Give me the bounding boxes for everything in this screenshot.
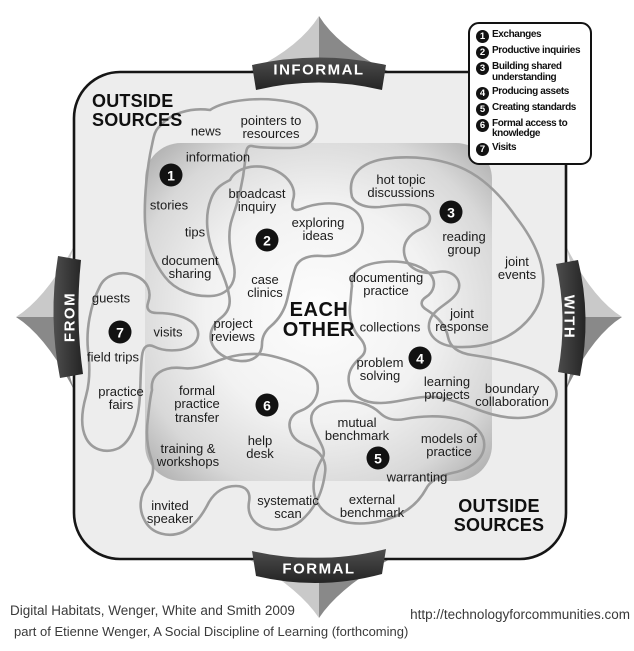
numbered-marker: 1 [159,163,183,187]
activity-label: formal practice transfer [174,383,220,425]
footer-credit: Digital Habitats, Wenger, White and Smit… [10,603,295,618]
activity-label: tips [184,224,206,240]
activity-label: external benchmark [339,491,405,520]
activity-label: visits [153,324,183,340]
activity-label: reading group [442,228,486,257]
activity-label: information [185,149,251,165]
footer-subcredit: part of Etienne Wenger, A Social Discipl… [14,624,409,639]
numbered-marker: 2 [255,228,279,252]
formal-ribbon [252,549,386,584]
activity-label: help desk [246,432,274,461]
inner-square [145,143,492,481]
blob-formal-access [139,352,327,536]
activity-label: joint response [435,305,489,334]
numbered-marker: 7 [108,320,132,344]
informal-arrow [248,16,390,72]
activity-label: guests [91,290,131,306]
legend-label: Exchanges [492,29,542,40]
numbered-marker: 6 [255,393,279,417]
legend-label: Formal access to knowledge [492,117,568,140]
activity-label: documenting practice [348,269,424,298]
legend-label: Producing assets [492,85,569,97]
numbered-marker: 3 [439,200,463,224]
activity-label: collections [359,319,421,335]
legend-label: Visits [492,142,517,154]
legend-number-badge: 1 [476,30,489,43]
outside-sources-top-left: OUTSIDE SOURCES [92,91,183,130]
activity-label: news [190,123,222,139]
activity-label: joint events [497,253,537,282]
activity-label: project reviews [210,315,256,344]
with-axis-label: WITH [560,294,578,340]
blob-producing-assets [347,260,558,420]
legend-number-badge: 4 [476,86,489,100]
informal-axis-label: INFORMAL [273,61,365,79]
outside-sources-bottom-right: OUTSIDE SOURCES [453,496,545,535]
legend-label: Productive inquiries [492,45,581,56]
activity-label: boundary collaboration [475,380,549,409]
activity-label: stories [149,197,189,213]
legend-number-badge: 5 [476,102,489,116]
from-axis-label: FROM [61,291,79,343]
formal-axis-label: FORMAL [282,560,356,578]
numbered-marker: 5 [366,446,390,470]
activity-label: case clinics [247,271,283,300]
from-ribbon [53,256,83,378]
activity-label: problem solving [356,354,404,383]
activity-label: hot topic discussions [367,171,435,200]
legend-label: Creating standards [492,101,576,113]
activity-label: systematic scan [257,492,319,521]
center-label: EACH OTHER [282,299,356,341]
numbered-marker: 4 [408,346,432,370]
activity-label: learning projects [423,373,471,402]
legend-number-badge: 7 [476,143,489,157]
activity-label: models of practice [420,430,478,459]
informal-ribbon [252,57,386,90]
activity-label: document sharing [161,252,219,281]
activity-label: invited speaker [146,497,194,526]
activity-label: broadcast inquiry [228,185,286,214]
blob-productive-inquiries [205,165,364,363]
footer-url[interactable]: http://technologyforcommunities.com [410,607,630,622]
blob-building-shared-understanding [349,156,545,349]
activity-label: mutual benchmark [324,414,390,443]
activity-label: pointers to resources [240,112,302,141]
blob-creating-standards [309,399,486,525]
activity-label: exploring ideas [291,214,345,243]
legend-number-badge: 2 [476,46,489,59]
activity-blobs [80,97,558,536]
blob-exchanges [143,97,319,298]
legend-label: Building shared understanding [492,61,562,83]
legend-number-badge: 6 [476,118,489,132]
activity-label: practice fairs [98,383,144,412]
blob-visits [80,272,200,452]
legend-number-badge: 3 [476,62,489,75]
activity-label: training & workshops [156,440,220,469]
activity-label: warranting [386,469,448,485]
with-ribbon [556,260,586,376]
activity-label: field trips [86,349,140,365]
